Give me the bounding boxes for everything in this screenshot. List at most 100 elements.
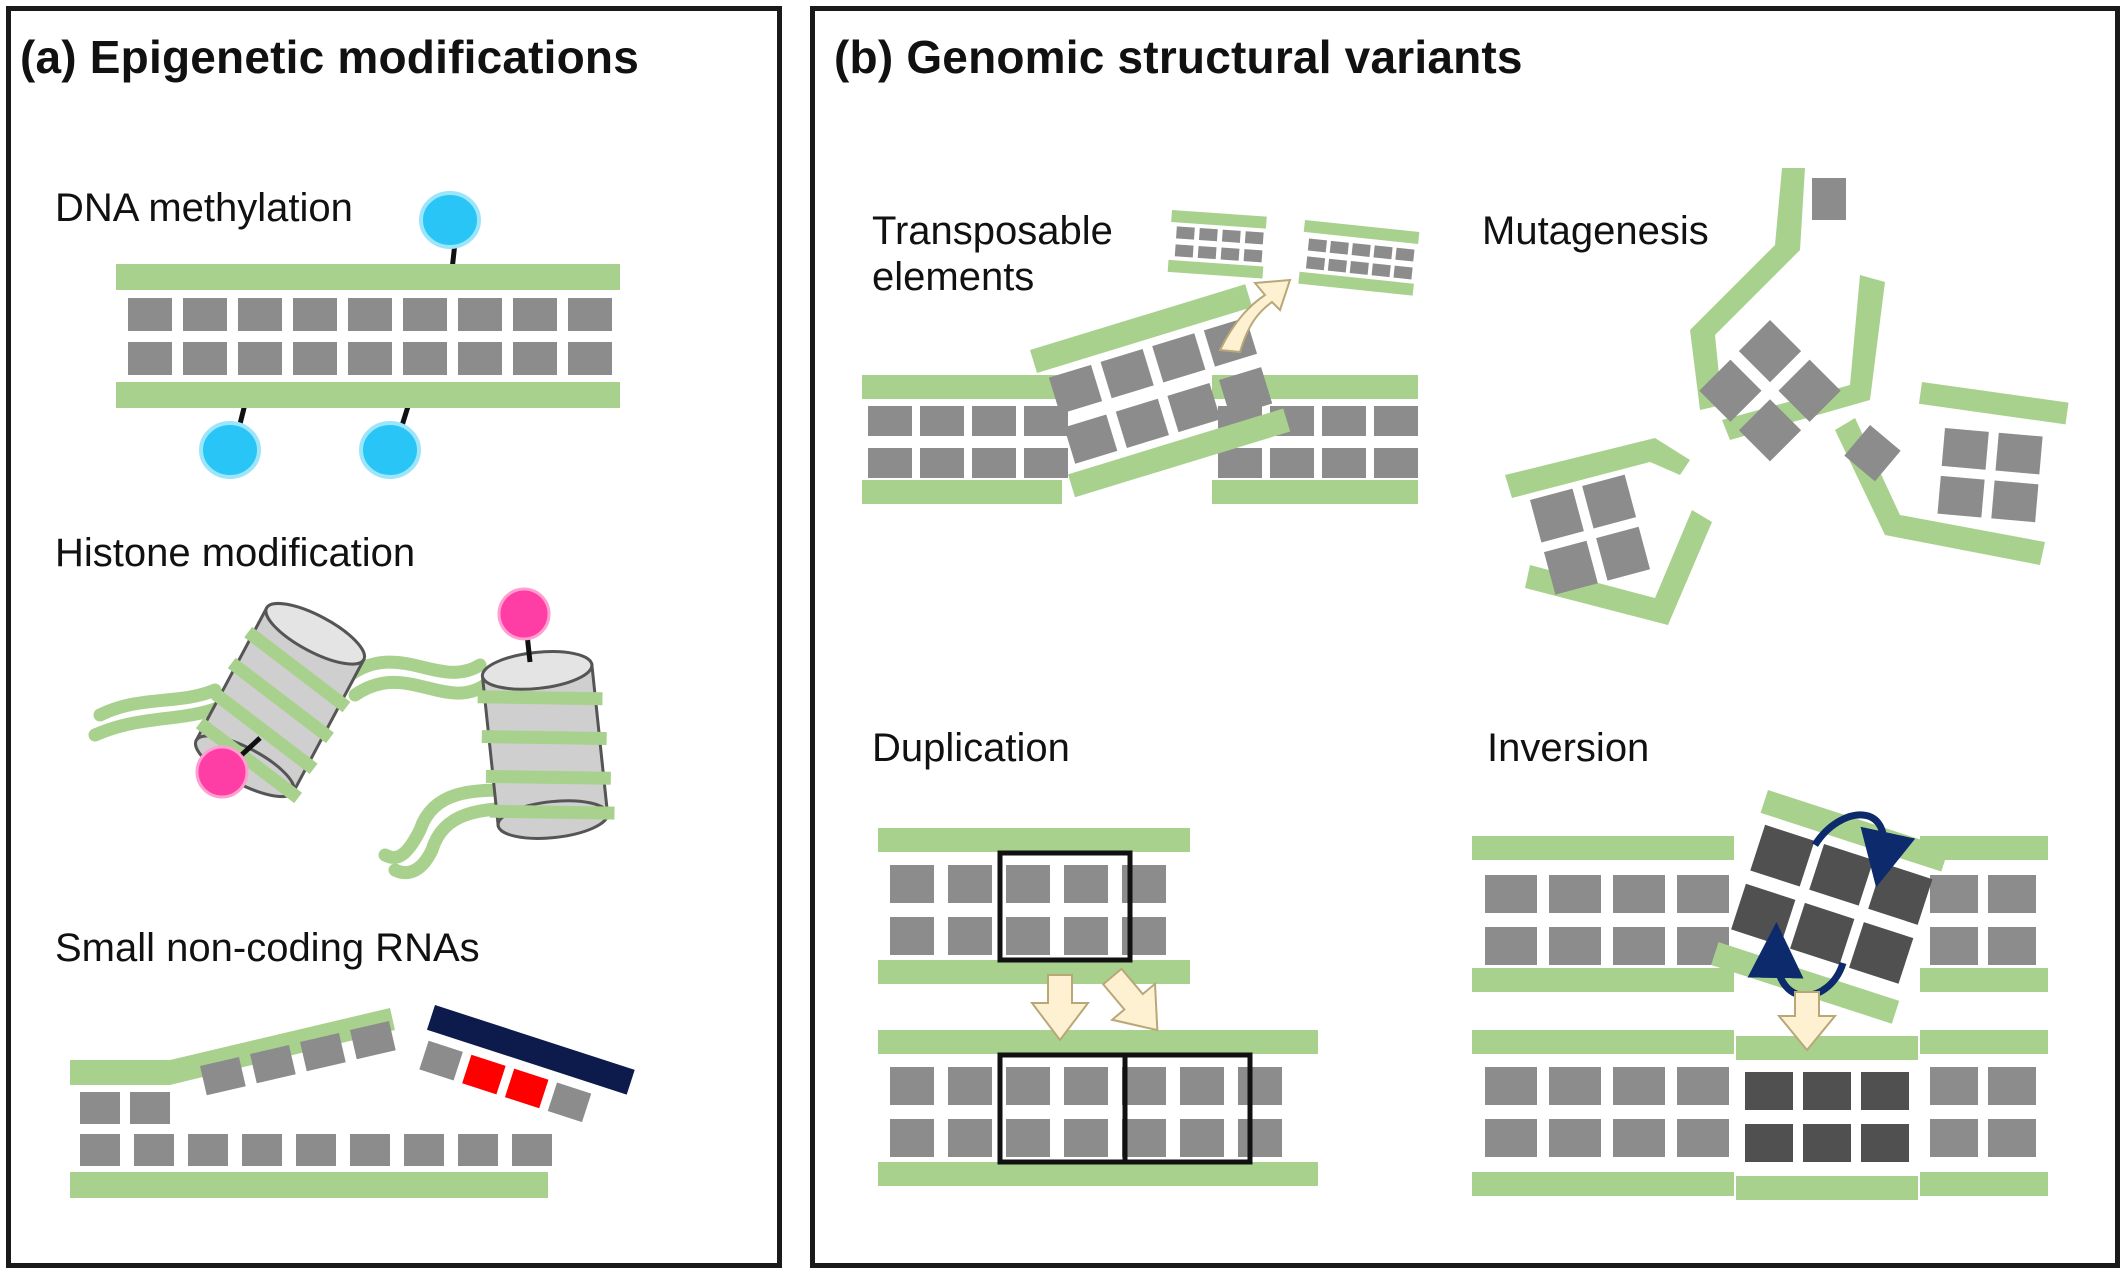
base-block <box>1327 258 1347 273</box>
base-block <box>1064 917 1108 955</box>
label-transposable-elements: Transposable elements <box>872 209 1113 299</box>
base-block <box>1582 474 1637 529</box>
base-block <box>1745 1072 1793 1110</box>
base-block <box>1995 432 2043 475</box>
base-block <box>1307 238 1327 253</box>
base-block <box>1221 229 1241 243</box>
base-block <box>130 1092 170 1124</box>
base-block <box>1937 475 1985 518</box>
base-block <box>1677 1067 1729 1105</box>
base-block <box>948 917 992 955</box>
base-block <box>238 298 282 331</box>
base-block <box>348 298 392 331</box>
base-block <box>350 1021 396 1060</box>
base-block <box>1738 320 1802 383</box>
methyl-group-icon <box>419 191 481 249</box>
base-block <box>568 298 612 331</box>
base-block <box>1613 1067 1665 1105</box>
mobile-element <box>1167 210 1267 279</box>
base-block <box>1115 398 1169 448</box>
panel-a-title: (a) Epigenetic modifications <box>20 31 640 83</box>
dna-methylation-diagram <box>116 191 620 479</box>
base-block <box>1122 1119 1166 1157</box>
base-block <box>1238 1067 1282 1105</box>
histone-mark-icon <box>497 587 551 641</box>
base-block <box>458 342 502 375</box>
base-block <box>1122 1067 1166 1105</box>
base-block <box>1374 448 1418 478</box>
base-block <box>1174 244 1194 258</box>
base-block <box>568 342 612 375</box>
small-rna-diagram <box>70 1005 635 1198</box>
base-block <box>1322 448 1366 478</box>
base-block <box>1803 1124 1851 1162</box>
duplicated-region-box <box>1122 1052 1253 1165</box>
base-block <box>1543 540 1598 595</box>
base-block <box>1048 364 1103 415</box>
histone-mark-icon <box>195 745 249 799</box>
base-block <box>1006 917 1050 955</box>
base-block <box>1809 843 1874 906</box>
rotation-arrow-icon <box>1812 811 1916 888</box>
base-block <box>1064 865 1108 903</box>
base-block <box>1238 1119 1282 1157</box>
base-block <box>1530 488 1584 543</box>
base-block <box>350 1134 390 1166</box>
base-block <box>1849 922 1914 984</box>
base-block <box>513 342 557 375</box>
base-block <box>238 342 282 375</box>
base-block <box>1180 1067 1224 1105</box>
base-block <box>890 917 934 955</box>
base-block <box>948 1119 992 1157</box>
base-block <box>1393 265 1413 280</box>
label-dna-methylation: DNA methylation <box>55 186 353 230</box>
base-block <box>920 448 964 478</box>
base-block <box>134 1134 174 1166</box>
nucleosome <box>477 650 615 840</box>
base-block <box>1176 226 1195 240</box>
base-block <box>1322 406 1366 436</box>
base-block <box>1485 875 1537 913</box>
label-mutagenesis: Mutagenesis <box>1482 209 1709 253</box>
down-arrow-icon <box>1101 967 1159 1032</box>
base-block <box>200 1057 246 1096</box>
base-block <box>296 1134 336 1166</box>
base-block <box>890 1119 934 1157</box>
base-block <box>1941 428 1989 470</box>
base-block <box>1219 367 1273 417</box>
base-block <box>1677 1119 1729 1157</box>
base-block <box>1861 1124 1909 1162</box>
base-block <box>1803 1072 1851 1110</box>
base-block <box>1329 240 1349 255</box>
base-block <box>128 342 172 375</box>
base-block <box>403 342 447 375</box>
base-block <box>1549 875 1601 913</box>
down-arrow-icon <box>1029 974 1091 1042</box>
base-block <box>1549 1067 1601 1105</box>
histone-modification-diagram <box>88 587 615 879</box>
base-block <box>1930 927 1978 965</box>
base-block <box>293 298 337 331</box>
label-inversion: Inversion <box>1487 726 1650 770</box>
base-block <box>1988 927 2036 965</box>
base-block <box>868 448 912 478</box>
base-block <box>250 1045 296 1084</box>
base-block <box>890 1067 934 1105</box>
transposition-arrow-icon <box>1218 278 1292 354</box>
base-block <box>80 1092 120 1124</box>
panel-b-title: (b) Genomic structural variants <box>834 31 1523 83</box>
base-block <box>868 406 912 436</box>
base-block <box>1731 883 1796 946</box>
base-block <box>1613 927 1665 965</box>
label-histone-modification: Histone modification <box>55 531 416 575</box>
base-block <box>80 1134 120 1166</box>
base-block <box>348 342 392 375</box>
base-block <box>1064 1119 1108 1157</box>
base-block <box>1064 414 1118 464</box>
base-block <box>1220 247 1240 261</box>
base-block <box>188 1134 228 1166</box>
base-block <box>128 298 172 331</box>
rna-molecule <box>419 1005 635 1123</box>
methyl-group-icon <box>199 421 261 479</box>
